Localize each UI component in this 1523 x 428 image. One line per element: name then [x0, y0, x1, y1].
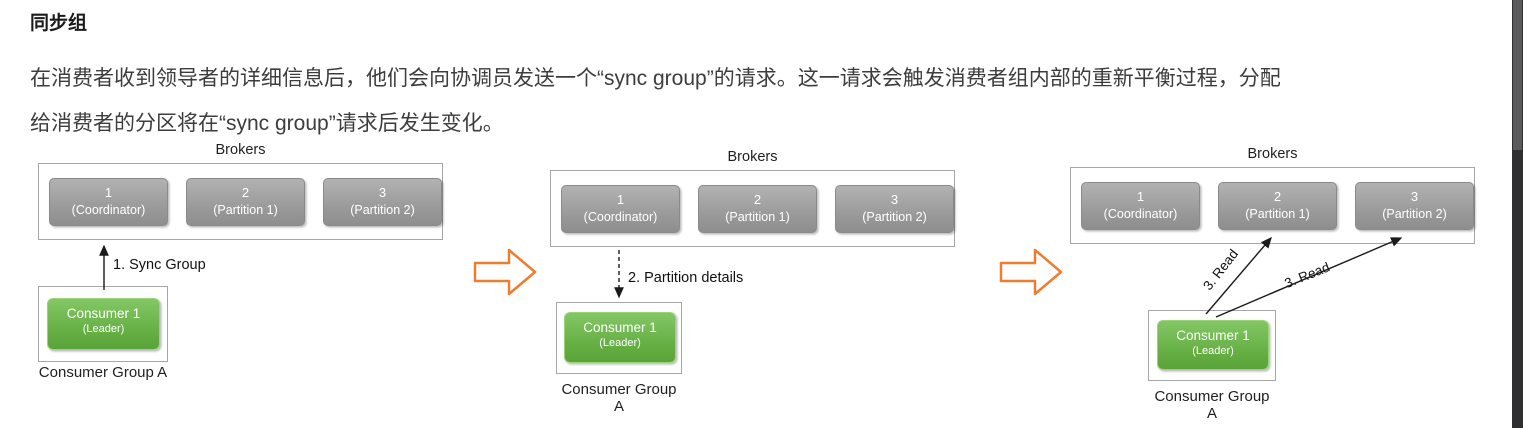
arrow-label-sync-group: 1. Sync Group: [113, 257, 206, 273]
broker-number: 1: [1136, 189, 1145, 204]
flow-arrow-right-icon: [999, 248, 1063, 296]
consumer-group-label: Consumer Group A: [561, 381, 677, 415]
broker-role: (Partition 1): [1245, 207, 1310, 221]
paragraph-line-1: 在消费者收到领导者的详细信息后，他们会向协调员发送一个“sync group”的…: [30, 67, 1281, 90]
consumer-name: Consumer 1: [1176, 328, 1250, 343]
broker-role: (Partition 2): [1382, 207, 1447, 221]
broker-node-partition-1: 2 (Partition 1): [186, 178, 305, 226]
broker-node-partition-1: 2 (Partition 1): [698, 185, 817, 233]
consumer-group-box: Consumer 1 (Leader): [38, 286, 168, 362]
brokers-box: 1 (Coordinator) 2 (Partition 1) 3 (Parti…: [550, 170, 955, 247]
broker-node-coordinator: 1 (Coordinator): [49, 178, 168, 226]
page-title: 同步组: [30, 13, 88, 34]
brokers-title: Brokers: [215, 142, 266, 158]
broker-number: 2: [753, 192, 762, 207]
broker-node-partition-2: 3 (Partition 2): [1355, 182, 1474, 230]
broker-role: (Coordinator): [71, 203, 146, 217]
consumer-group-label: Consumer Group A: [1154, 388, 1270, 422]
paragraph-line-2: 给消费者的分区将在“sync group”请求后发生变化。: [30, 112, 504, 135]
broker-number: 3: [1410, 189, 1419, 204]
broker-role: (Partition 1): [725, 210, 790, 224]
broker-role: (Partition 1): [213, 203, 278, 217]
broker-role: (Partition 2): [350, 203, 415, 217]
arrow-label-read-2: 3. Read: [1282, 259, 1332, 291]
scrollbar[interactable]: [1512, 0, 1523, 428]
broker-node-partition-2: 3 (Partition 2): [835, 185, 954, 233]
consumer-node: Consumer 1 (Leader): [564, 312, 676, 363]
broker-number: 2: [241, 185, 250, 200]
consumer-role: (Leader): [82, 323, 125, 335]
brokers-box: 1 (Coordinator) 2 (Partition 1) 3 (Parti…: [1070, 167, 1475, 244]
consumer-node: Consumer 1 (Leader): [47, 298, 160, 350]
brokers-title: Brokers: [1247, 146, 1298, 162]
broker-node-coordinator: 1 (Coordinator): [561, 185, 680, 233]
consumer-group-label: Consumer Group A: [38, 364, 168, 381]
broker-node-partition-2: 3 (Partition 2): [323, 178, 442, 226]
consumer-role: (Leader): [599, 337, 641, 349]
consumer-node: Consumer 1 (Leader): [1157, 320, 1269, 370]
broker-role: (Coordinator): [583, 210, 658, 224]
consumer-role: (Leader): [1192, 345, 1234, 357]
arrow-label-partition-details: 2. Partition details: [628, 270, 744, 286]
broker-number: 1: [104, 185, 113, 200]
broker-node-coordinator: 1 (Coordinator): [1081, 182, 1200, 230]
broker-number: 2: [1273, 189, 1282, 204]
broker-role: (Partition 2): [862, 210, 927, 224]
broker-node-partition-1: 2 (Partition 1): [1218, 182, 1337, 230]
brokers-title: Brokers: [727, 149, 778, 165]
broker-number: 1: [616, 192, 625, 207]
broker-role: (Coordinator): [1103, 207, 1178, 221]
consumer-name: Consumer 1: [66, 306, 141, 321]
broker-number: 3: [378, 185, 387, 200]
consumer-group-box: Consumer 1 (Leader): [556, 302, 682, 374]
consumer-group-box: Consumer 1 (Leader): [1148, 310, 1276, 381]
consumer-name: Consumer 1: [583, 320, 657, 335]
brokers-box: 1 (Coordinator) 2 (Partition 1) 3 (Parti…: [38, 163, 443, 240]
arrow-label-read-1: 3. Read: [1200, 246, 1242, 293]
broker-number: 3: [890, 192, 899, 207]
flow-arrow-right-icon: [473, 248, 537, 296]
scrollbar-thumb[interactable]: [1513, 0, 1522, 150]
